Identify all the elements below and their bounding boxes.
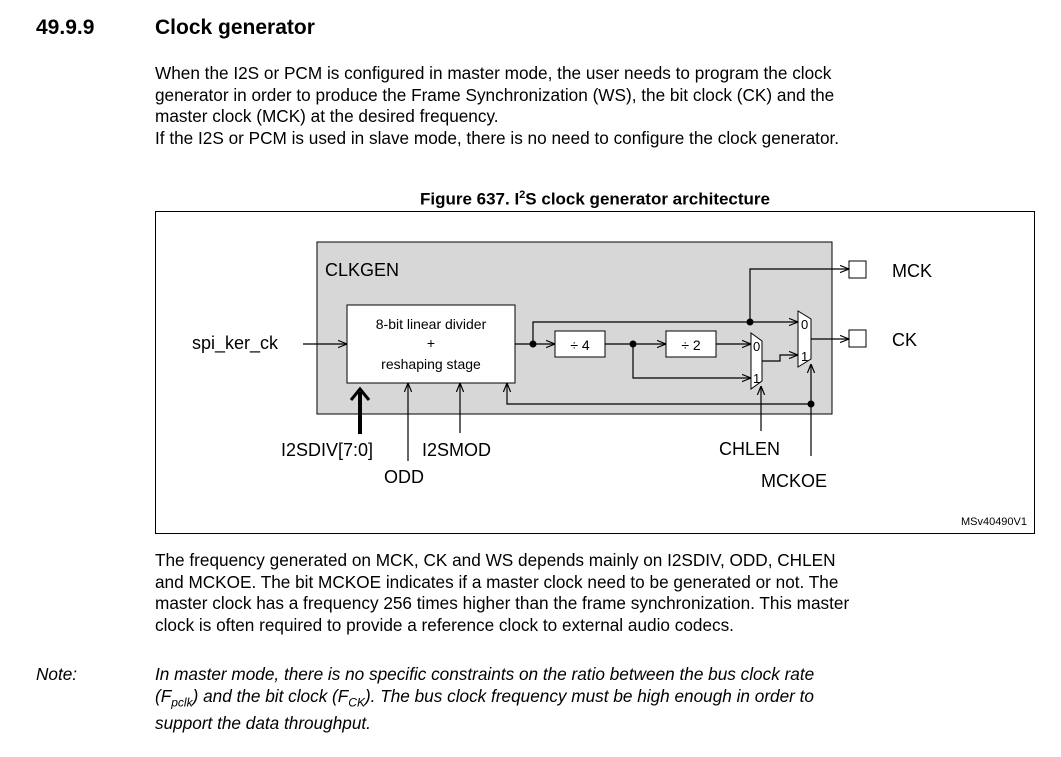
- i2smod-label: I2SMOD: [422, 440, 491, 460]
- description-line: and MCKOE. The bit MCKOE indicates if a …: [155, 571, 839, 592]
- mux1-input-1-label: 1: [801, 349, 808, 364]
- divider-label-line1: 8-bit linear divider: [376, 316, 487, 332]
- wire: [532, 321, 750, 344]
- figure-reference: MSv40490V1: [961, 516, 1027, 528]
- intro-line: When the I2S or PCM is configured in mas…: [155, 63, 832, 83]
- note-fragment: ) and the bit clock (F: [192, 685, 349, 706]
- description-line: master clock has a frequency 256 times h…: [155, 593, 850, 613]
- caption-prefix: Figure 637. I: [419, 189, 520, 209]
- note-subscript: pclk: [171, 694, 193, 709]
- description-line: clock is often required to provide a ref…: [155, 614, 734, 635]
- wire: [749, 269, 849, 322]
- mck-label: MCK: [892, 261, 932, 281]
- description-paragraph: The frequency generated on MCK, CK and W…: [155, 550, 1035, 636]
- figure-caption: Figure 637. I2S clock generator architec…: [155, 189, 1035, 210]
- clkgen-label: CLKGEN: [325, 260, 399, 280]
- note-line: In master mode, there is no specific con…: [155, 664, 815, 684]
- note-text: In master mode, there is no specific con…: [155, 664, 1035, 735]
- spi-ker-ck-label: spi_ker_ck: [192, 333, 279, 354]
- mckoe-mux: [797, 310, 812, 368]
- chlen-label: CHLEN: [719, 439, 780, 459]
- section-title: Clock generator: [155, 16, 315, 39]
- intro-line: generator in order to produce the Frame …: [155, 84, 835, 105]
- ck-pin: [848, 329, 867, 348]
- wire: [762, 355, 798, 362]
- div2-box: [665, 330, 717, 358]
- section-number: 49.9.9: [36, 16, 95, 39]
- note-fragment: ). The bus clock frequency must be high …: [364, 685, 814, 706]
- mux1-input-0-label: 0: [801, 317, 808, 332]
- mckoe-label: MCKOE: [761, 471, 827, 491]
- note-line: support the data throughput.: [155, 713, 371, 734]
- caption-suffix: S clock generator architecture: [525, 189, 771, 209]
- divider-label-line3: reshaping stage: [381, 356, 481, 372]
- caption-superscript: 2: [519, 189, 526, 201]
- mux2-input-0-label: 0: [753, 339, 760, 354]
- wire: [632, 344, 751, 378]
- i2sdiv-arrow-head: [349, 386, 371, 401]
- mck-pin: [848, 260, 867, 279]
- ck-label: CK: [892, 330, 917, 350]
- feedback-wire: [507, 383, 811, 405]
- chlen-mux: [750, 332, 763, 390]
- i2sdiv-label: I2SDIV[7:0]: [281, 440, 373, 460]
- intro-line: If the I2S or PCM is used in slave mode,…: [155, 127, 840, 148]
- clock-generator-diagram: CLKGEN 8-bit linear divider + reshaping …: [155, 211, 1035, 535]
- mux2-input-1-label: 1: [753, 371, 760, 386]
- odd-label: ODD: [384, 467, 424, 487]
- divider-label-line2: +: [427, 335, 435, 351]
- div2-label: ÷ 2: [681, 337, 701, 353]
- div4-label: ÷ 4: [570, 337, 590, 353]
- note-fragment: (F: [155, 685, 172, 706]
- intro-paragraph: When the I2S or PCM is configured in mas…: [155, 63, 1035, 149]
- description-line: The frequency generated on MCK, CK and W…: [155, 550, 836, 570]
- note-subscript: CK: [348, 694, 365, 709]
- note-label: Note:: [36, 664, 78, 684]
- note-line: (Fpclk) and the bit clock (FCK). The bus…: [155, 686, 1035, 714]
- intro-line: master clock (MCK) at the desired freque…: [155, 106, 499, 126]
